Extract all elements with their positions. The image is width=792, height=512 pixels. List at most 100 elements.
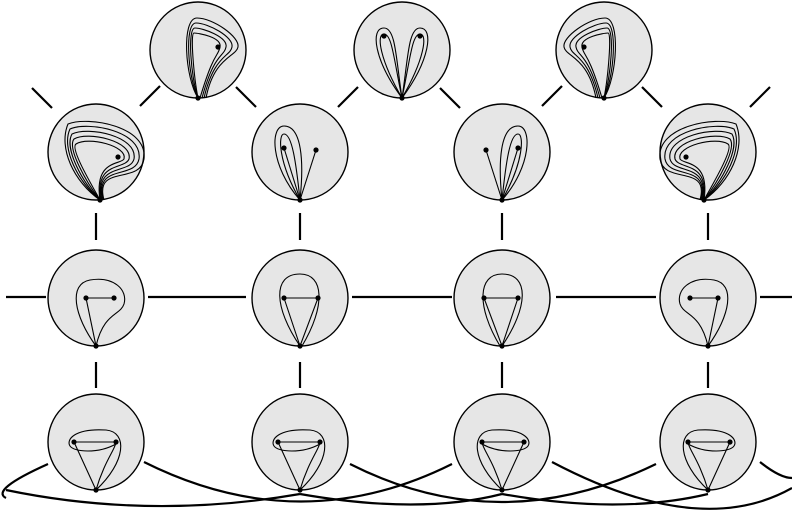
curve xyxy=(74,140,125,201)
curve xyxy=(501,133,522,201)
marked-point xyxy=(481,295,487,301)
marked-point xyxy=(315,295,321,301)
curve xyxy=(659,120,740,201)
marked-point xyxy=(111,295,117,301)
marked-point xyxy=(215,44,221,50)
node-disk-upper-row-2 xyxy=(251,103,349,203)
edge-line xyxy=(439,87,461,109)
marked-point xyxy=(705,343,711,349)
curve xyxy=(72,135,130,201)
disk xyxy=(47,103,145,201)
edge-line xyxy=(31,87,53,109)
disk xyxy=(659,103,757,201)
graph-nodes xyxy=(47,1,757,493)
node-disk-bottom-row-2 xyxy=(251,393,349,493)
edge-line xyxy=(235,86,257,108)
node-disk-bottom-row-3 xyxy=(453,393,551,493)
marked-point xyxy=(93,487,99,493)
marked-point xyxy=(417,33,423,39)
curve xyxy=(64,120,145,201)
marked-point xyxy=(687,295,693,301)
marked-point xyxy=(297,343,303,349)
curve xyxy=(75,278,126,347)
curve xyxy=(401,27,429,99)
marked-point xyxy=(71,439,77,445)
marked-point xyxy=(399,95,405,101)
disk xyxy=(353,1,451,99)
curve xyxy=(85,297,97,347)
curve xyxy=(191,32,221,99)
marked-point xyxy=(705,487,711,493)
marked-point xyxy=(683,154,689,160)
marked-point xyxy=(515,295,521,301)
curve xyxy=(569,22,614,99)
marked-point xyxy=(479,439,485,445)
curve xyxy=(501,147,519,201)
marked-point xyxy=(313,147,319,153)
curve xyxy=(563,17,616,99)
marked-point xyxy=(499,197,505,203)
curve xyxy=(375,27,403,99)
marked-point xyxy=(499,487,505,493)
curve xyxy=(283,297,301,347)
curve xyxy=(476,429,530,491)
curve xyxy=(679,140,730,201)
curve xyxy=(186,17,239,99)
curve xyxy=(299,297,319,347)
curve xyxy=(279,273,320,347)
curve xyxy=(280,133,301,201)
node-disk-middle-row-3 xyxy=(453,249,551,349)
marked-point xyxy=(499,343,505,349)
disk xyxy=(555,1,653,99)
marked-point xyxy=(97,197,103,203)
node-disk-upper-row-4 xyxy=(659,103,757,203)
node-disk-top-row-2 xyxy=(353,1,451,101)
marked-point xyxy=(715,295,721,301)
curve xyxy=(483,297,503,347)
marked-point xyxy=(115,154,121,160)
node-disk-middle-row-1 xyxy=(47,249,145,349)
curve xyxy=(68,429,122,491)
curve xyxy=(674,135,732,201)
curve xyxy=(188,22,233,99)
curve xyxy=(669,130,735,201)
marked-point xyxy=(483,147,489,153)
marked-point xyxy=(275,439,281,445)
curve xyxy=(485,149,503,201)
edge-arc xyxy=(1,462,49,499)
graph-edges xyxy=(1,85,792,510)
edge-arc xyxy=(501,492,709,506)
curve xyxy=(682,429,736,491)
curve xyxy=(581,32,611,99)
marked-point xyxy=(515,145,521,151)
curve xyxy=(707,297,719,347)
edge-arc xyxy=(759,461,792,480)
marked-point xyxy=(601,95,607,101)
curve xyxy=(272,429,326,491)
marked-point xyxy=(281,145,287,151)
edge-arc xyxy=(299,492,503,506)
curve xyxy=(274,125,303,201)
disk xyxy=(453,103,551,201)
edge-line xyxy=(541,85,563,107)
curve xyxy=(283,147,301,201)
edge-arc xyxy=(143,461,453,503)
marked-point xyxy=(581,44,587,50)
edge-line xyxy=(641,86,663,108)
edge-arc xyxy=(551,461,792,510)
curve xyxy=(499,125,528,201)
curve xyxy=(67,125,140,201)
curve xyxy=(482,273,523,347)
marked-point xyxy=(93,343,99,349)
node-disk-bottom-row-4 xyxy=(659,393,757,493)
disk xyxy=(251,103,349,201)
node-disk-upper-row-3 xyxy=(453,103,551,203)
edge-line xyxy=(749,86,771,108)
curve xyxy=(190,27,227,99)
marked-point xyxy=(685,439,691,445)
curve xyxy=(678,278,729,347)
marked-point xyxy=(727,439,733,445)
node-disk-middle-row-4 xyxy=(659,249,757,349)
marked-point xyxy=(381,33,387,39)
node-disk-middle-row-2 xyxy=(251,249,349,349)
